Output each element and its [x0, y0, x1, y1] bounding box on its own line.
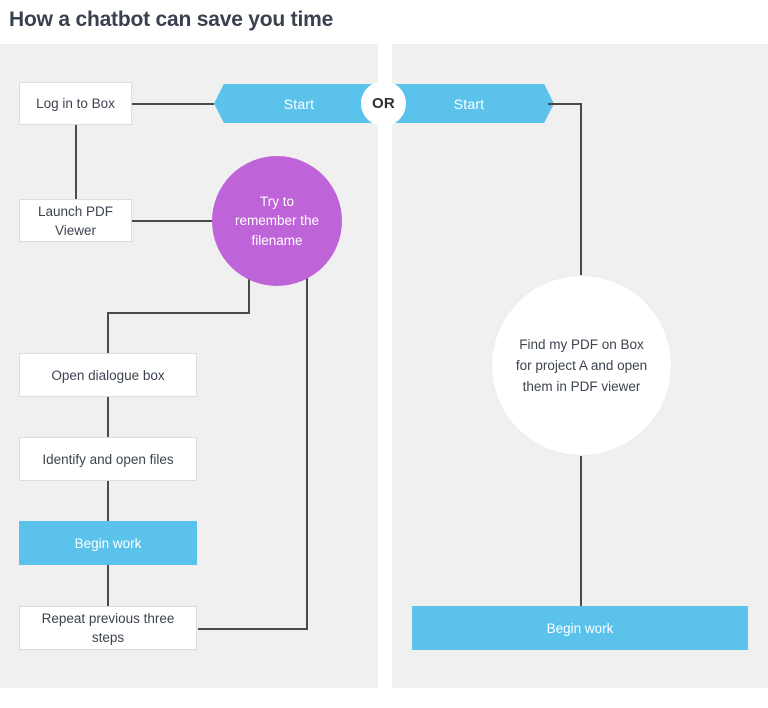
node-label: Log in to Box [36, 96, 115, 111]
connector-repeat-right [198, 628, 308, 630]
connector-remember-down [248, 268, 250, 313]
node-label: Try to remember the filename [234, 193, 320, 248]
node-repeat-previous-three-steps[interactable]: Repeat previous three steps [19, 606, 197, 650]
node-chatbot-prompt[interactable]: Find my PDF on Box for project A and ope… [491, 275, 672, 456]
banner-start-left[interactable]: Start [214, 84, 384, 123]
banner-start-right[interactable]: Start [384, 84, 554, 123]
page-title: How a chatbot can save you time [9, 8, 334, 31]
or-label: OR [371, 95, 396, 112]
connector-login-to-launch [75, 125, 77, 199]
node-label: Launch PDF Viewer [37, 203, 114, 238]
node-label: Repeat previous three steps [41, 611, 175, 645]
connector-identify-to-beginwork [107, 481, 109, 522]
or-badge: OR [361, 81, 406, 126]
connector-remember-to-dialogue [107, 312, 109, 353]
node-begin-work-left[interactable]: Begin work [19, 521, 197, 565]
node-label: Identify and open files [42, 451, 174, 467]
node-label: Begin work [74, 535, 142, 551]
node-label: Begin work [546, 620, 614, 636]
node-try-to-remember-filename[interactable]: Try to remember the filename [212, 156, 342, 286]
panel-gap-divider [378, 44, 392, 688]
connector-remember-left [107, 312, 250, 314]
connector-dialogue-to-identify [107, 397, 109, 438]
node-open-dialogue-box[interactable]: Open dialogue box [19, 353, 197, 397]
banner-label: Start [453, 95, 485, 112]
node-log-in-to-box[interactable]: Log in to Box [19, 82, 132, 125]
node-label: Find my PDF on Box for project A and ope… [515, 337, 648, 394]
node-identify-and-open-files[interactable]: Identify and open files [19, 437, 197, 481]
connector-start-right-out [548, 103, 582, 105]
connector-launch-to-remember [132, 220, 214, 222]
connector-login-to-start [132, 103, 214, 105]
node-launch-pdf-viewer[interactable]: Launch PDF Viewer [19, 199, 132, 242]
node-begin-work-right[interactable]: Begin work [412, 606, 748, 650]
node-label: Open dialogue box [51, 367, 165, 383]
connector-beginwork-to-repeat [107, 565, 109, 606]
connector-start-to-prompt [580, 103, 582, 275]
connector-repeat-loop-up [306, 268, 308, 629]
banner-label: Start [283, 95, 315, 112]
connector-prompt-to-beginwork [580, 455, 582, 606]
